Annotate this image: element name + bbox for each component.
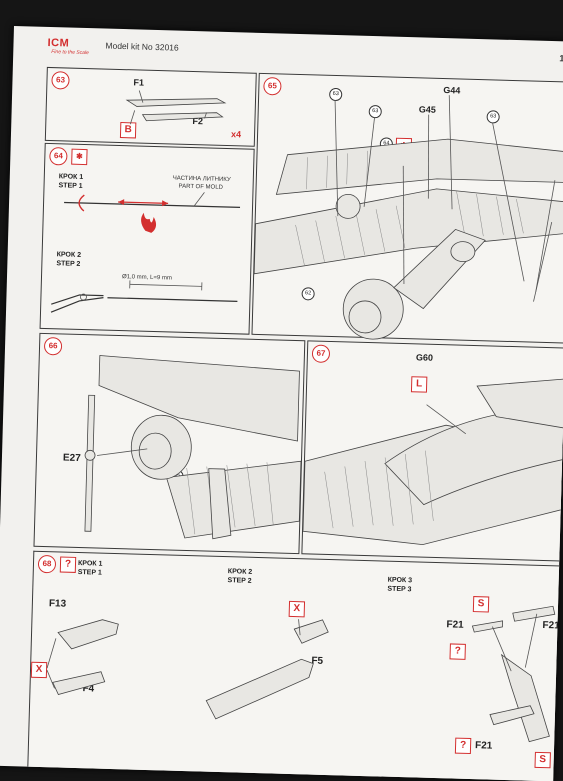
step-63-panel: 63 F1 F2 B x4 (45, 67, 257, 147)
step-65-panel: 65 G44 G45 63 63 63 64 ✱ Ö 63 63 62 (251, 73, 563, 344)
instruction-page: ICM Fine to the Scale Model kit No 32016… (0, 26, 563, 781)
kit-number: Model kit No 32016 (105, 41, 179, 53)
part-drawing-f1-f2 (46, 68, 256, 146)
biplane-wing-assembly-drawing (252, 74, 563, 343)
fuselage-assembly-drawing (302, 341, 563, 560)
step-68-panel: 68 ? КРОК 1 STEP 1 КРОК 2 STEP 2 КРОК 3 … (27, 551, 563, 781)
step-66-panel: 66 E27 65 (33, 333, 305, 554)
sprue-stretch-drawing (41, 144, 254, 334)
brand-tagline: Fine to the Scale (51, 49, 89, 56)
step-64-panel: 64 ✱ КРОК 1 STEP 1 ЧАСТИНА ЛИТНИКУ PART … (40, 143, 255, 335)
bomb-assembly-drawing (28, 552, 563, 781)
step-67-panel: 67 G60 L 66 (301, 340, 563, 561)
flame-icon (141, 213, 157, 233)
brand-logo: ICM (47, 37, 69, 50)
propeller-assembly-drawing (34, 334, 304, 553)
page-number: 13 (559, 53, 563, 63)
